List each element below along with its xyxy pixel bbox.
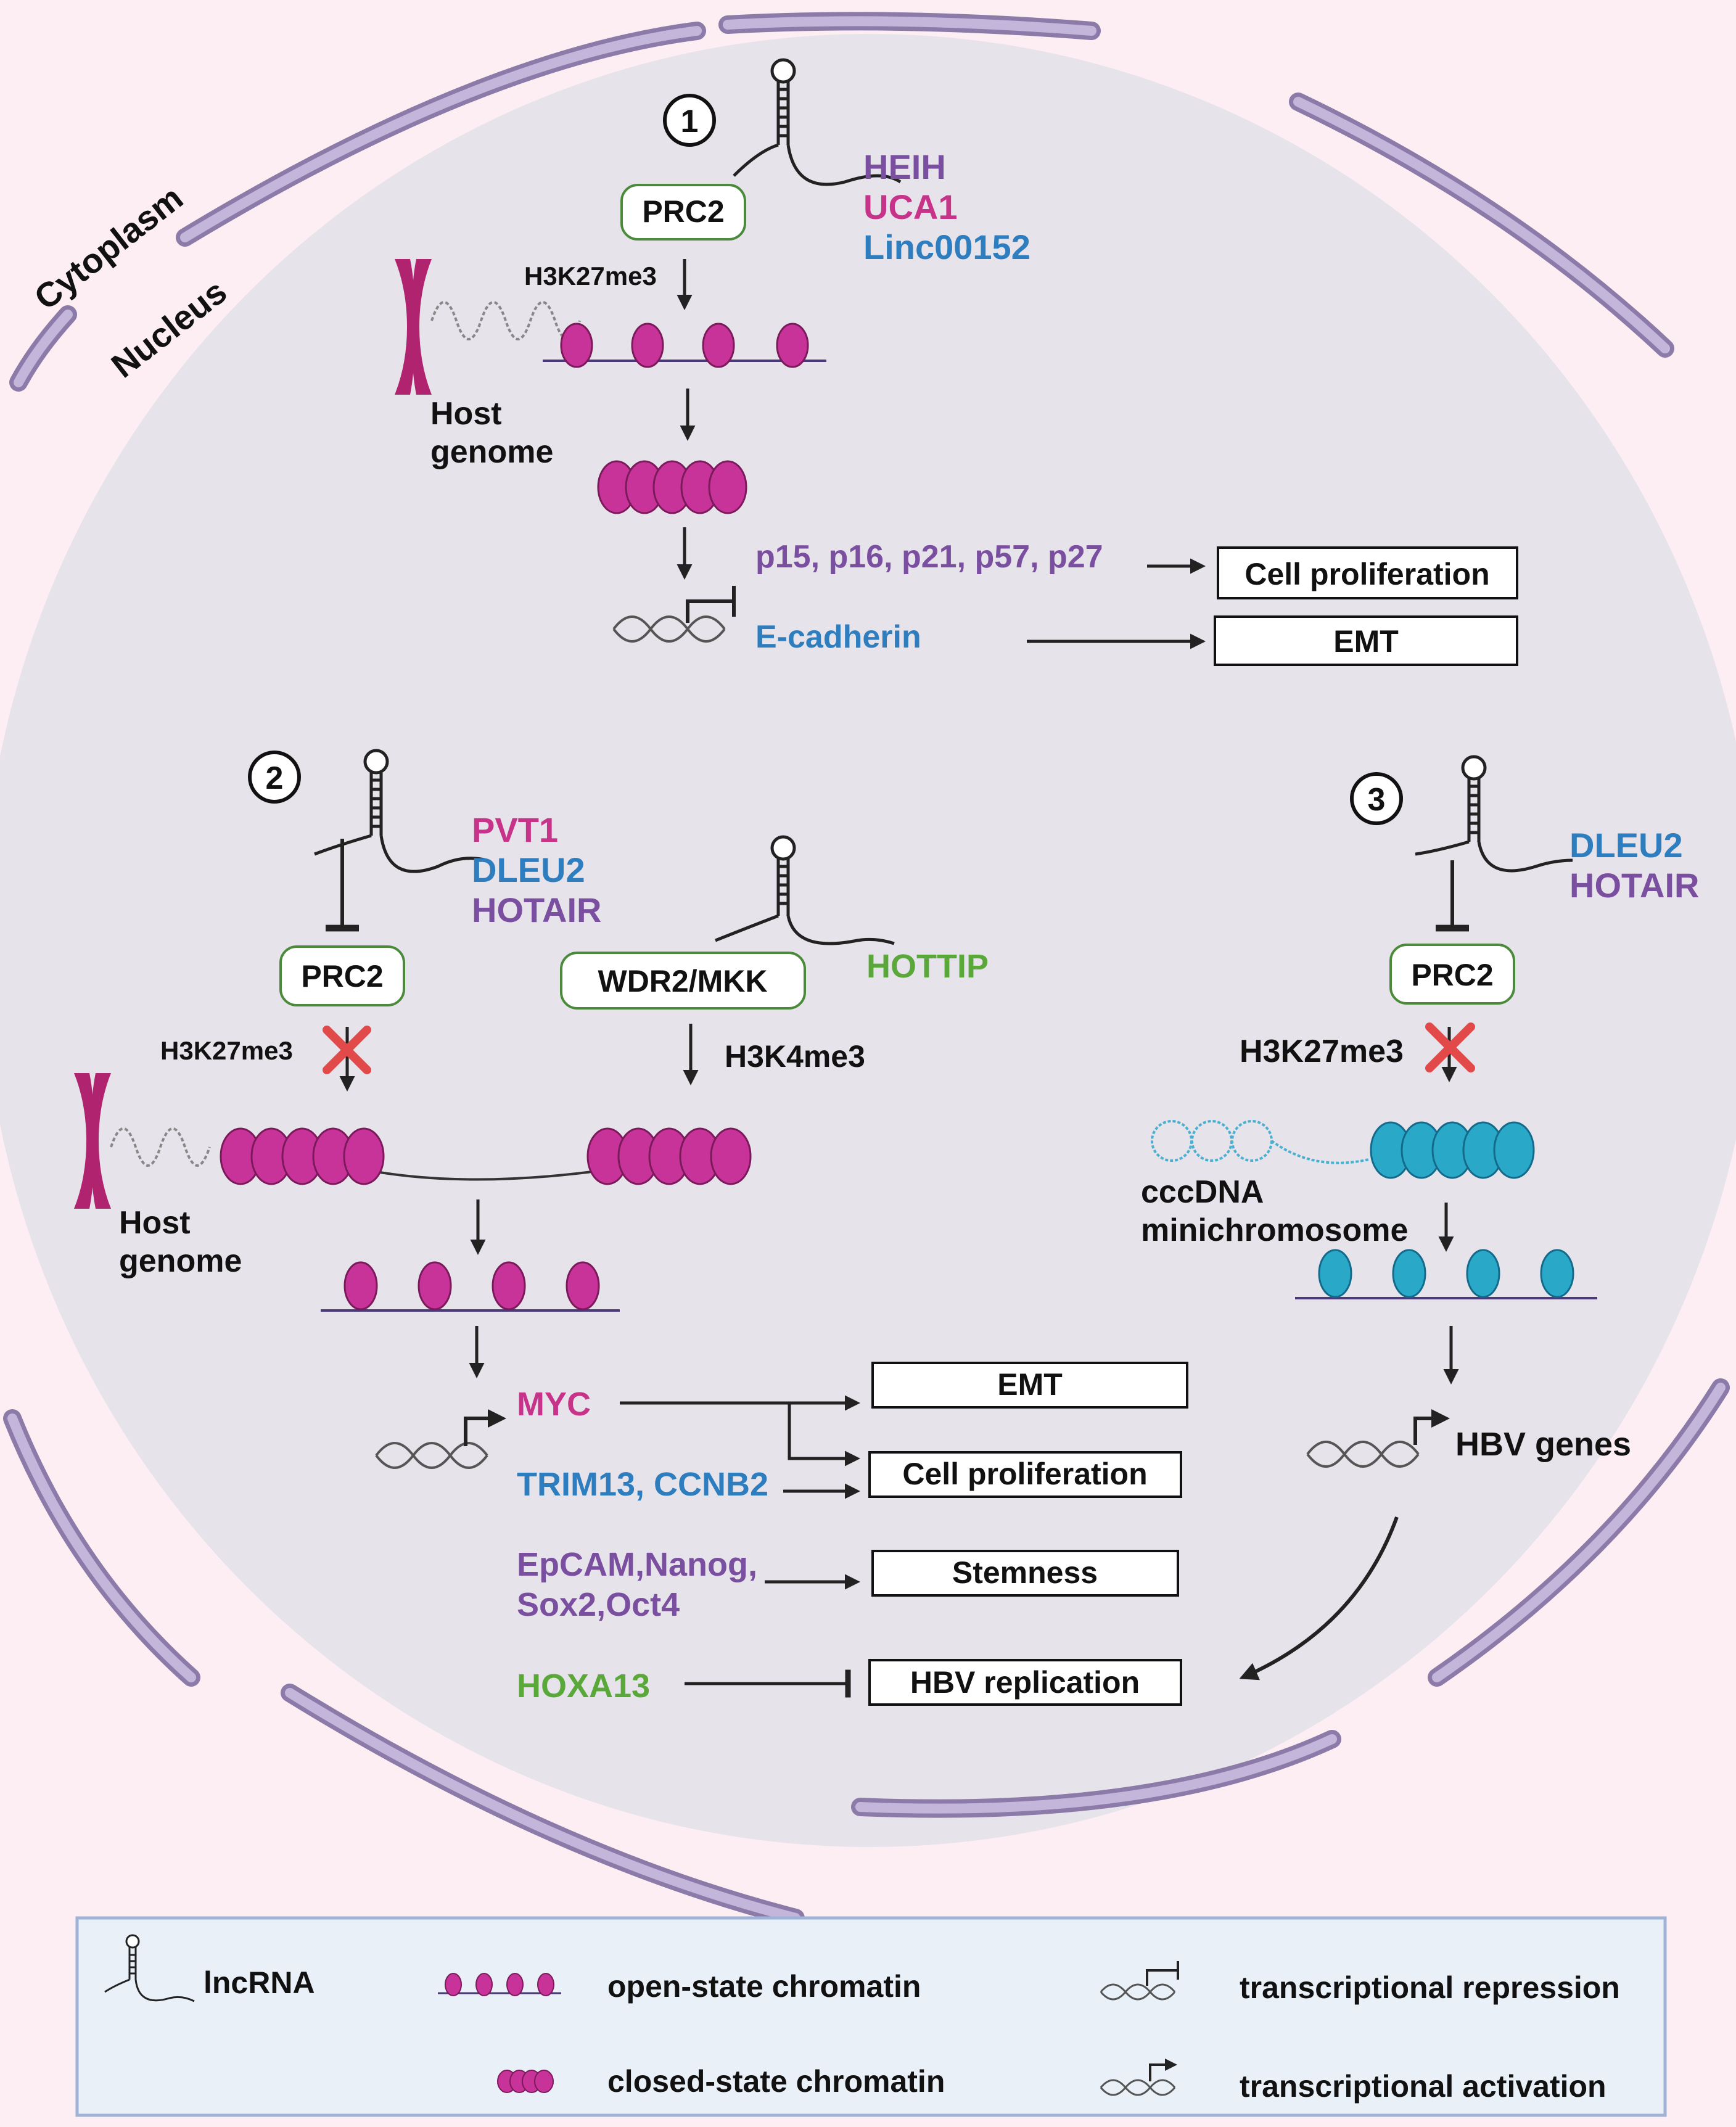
outcome-box-emt-2 [871, 1362, 1188, 1409]
hbv-genes-label: HBV genes [1455, 1426, 1631, 1463]
target-cyclin-inhibitors: p15, p16, p21, p57, p27 [755, 539, 1103, 575]
legend-closed-chromatin-label: closed-state chromatin [607, 2064, 945, 2099]
wdr2-mkk-box [560, 952, 806, 1010]
lncrna-heih: HEIH [863, 147, 946, 186]
dna-activation-icon-3 [1306, 1409, 1450, 1468]
host-genome-label-2b: genome [119, 1243, 242, 1279]
blocked-cross-icon-3 [1425, 1022, 1475, 1072]
legend-closed-chromatin-icon [497, 2070, 554, 2093]
legend-repression-icon [1100, 1961, 1179, 2001]
prc2-box-1 [620, 184, 746, 241]
arrow-myc-to-prolif [788, 1403, 860, 1467]
open-chromatin-1 [560, 323, 809, 368]
outcome-hbv-replication: HBV replication [910, 1665, 1140, 1700]
cytoplasm-label: Cytoplasm [27, 178, 190, 318]
legend-lncrna-label: lncRNA [204, 1965, 315, 2000]
lncrna-linc00152: Linc00152 [863, 228, 1030, 266]
target-stemness-1: EpCAM,Nanog, [517, 1546, 757, 1583]
wdr2-mkk-label: WDR2/MKK [598, 964, 768, 998]
prc2-label-1: PRC2 [642, 194, 724, 229]
h3k27me3-label-3: H3K27me3 [1240, 1034, 1404, 1069]
closed-chromatin-1 [597, 460, 747, 514]
legend: lncRNA open-state chromatin closed-state… [75, 1916, 1667, 2117]
lncrna-hottip: HOTTIP [866, 948, 989, 985]
h3k4me3-label: H3K4me3 [725, 1039, 865, 1074]
panel-2-number-badge [248, 751, 301, 804]
panel-1: 1 HEIH UCA1 Linc00152 PRC2 H3K27me3 Host… [395, 58, 1518, 666]
outcome-emt-1: EMT [1333, 624, 1399, 659]
target-stemness-2: Sox2,Oct4 [517, 1586, 680, 1623]
legend-repression-label: transcriptional repression [1240, 1970, 1620, 2005]
prc2-box-2 [279, 945, 405, 1006]
outcome-prolif-2: Cell proliferation [902, 1457, 1147, 1491]
outcome-box-emt-1 [1214, 615, 1518, 666]
chromosome-icon-2 [74, 1073, 111, 1209]
lncrna-dleu2-2: DLEU2 [472, 850, 585, 889]
host-genome-label-1b: genome [430, 434, 553, 470]
cccdna-label-a: cccDNA [1141, 1174, 1264, 1210]
lncrna-icon [733, 58, 902, 186]
dna-activation-icon-2 [375, 1409, 506, 1469]
outcome-box-prolif-2 [868, 1451, 1182, 1498]
prc2-label-3: PRC2 [1411, 958, 1493, 992]
panel-3-number: 3 [1368, 782, 1386, 818]
lncrna-icon-2b [715, 835, 895, 945]
panel-2: 2 PVT1 DLEU2 HOTAIR PRC2 H3K27me3 WDR2/M… [74, 749, 1188, 1706]
legend-open-chromatin-label: open-state chromatin [607, 1969, 921, 2004]
lncrna-icon-3 [1415, 755, 1573, 873]
lncrna-dleu2-3: DLEU2 [1569, 826, 1683, 865]
closed-chromatin-2b [586, 1127, 752, 1185]
lncrna-hotair-3: HOTAIR [1569, 866, 1700, 905]
target-hoxa13: HOXA13 [517, 1668, 650, 1705]
panel-3-number-badge [1350, 772, 1403, 825]
cccdna-rings [1151, 1120, 1370, 1164]
outcome-emt-2: EMT [997, 1367, 1063, 1402]
open-chromatin-2 [343, 1261, 600, 1310]
host-genome-label-1a: Host [430, 396, 502, 432]
target-trim13-ccnb2: TRIM13, CCNB2 [517, 1466, 768, 1503]
h3k27me3-label-1: H3K27me3 [524, 261, 657, 290]
outcome-prolif-1: Cell proliferation [1244, 557, 1489, 591]
lncrna-hotair-2: HOTAIR [472, 891, 602, 929]
open-chromatin-3 [1318, 1249, 1574, 1298]
legend-lncrna-icon [104, 1934, 195, 2002]
dna-loops-2 [110, 1127, 211, 1167]
legend-activation-icon [1100, 2059, 1177, 2096]
panel-1-number-badge [663, 94, 716, 147]
legend-activation-label: transcriptional activation [1240, 2069, 1606, 2104]
panel-1-number: 1 [681, 104, 699, 139]
dna-repression-icon-1 [612, 586, 736, 643]
lncrna-uca1: UCA1 [863, 187, 957, 226]
outcome-box-prolif-1 [1217, 546, 1518, 599]
prc2-box-3 [1389, 944, 1515, 1005]
lncrna-icon-2a [314, 749, 488, 873]
chromatin-linker-2 [376, 1170, 593, 1181]
target-myc: MYC [517, 1386, 591, 1423]
target-ecadherin: E-cadherin [755, 619, 921, 655]
arrow-hbv-genes-to-replication [1239, 1516, 1399, 1681]
outcome-stemness: Stemness [952, 1555, 1098, 1590]
legend-open-chromatin-icon [445, 1973, 554, 1996]
host-genome-label-2a: Host [119, 1205, 191, 1241]
lncrna-pvt1: PVT1 [472, 810, 558, 849]
outcome-box-stemness [871, 1550, 1179, 1597]
panel-3: 3 DLEU2 HOTAIR PRC2 H3K27me3 cccDNA mini… [1141, 755, 1700, 1681]
panel-2-number: 2 [266, 760, 284, 796]
chromosome-icon [395, 259, 432, 395]
cccdna-label-b: minichromosome [1141, 1212, 1408, 1248]
blocked-cross-icon-2 [323, 1026, 371, 1074]
prc2-label-2: PRC2 [301, 959, 383, 994]
closed-chromatin-2a [220, 1127, 385, 1185]
legend-box [75, 1916, 1667, 2117]
outcome-box-hbv-replication [868, 1659, 1182, 1706]
dna-loops-1 [430, 301, 581, 340]
h3k27me3-label-2: H3K27me3 [160, 1036, 293, 1065]
cccdna-closed-chromatin [1370, 1121, 1535, 1179]
